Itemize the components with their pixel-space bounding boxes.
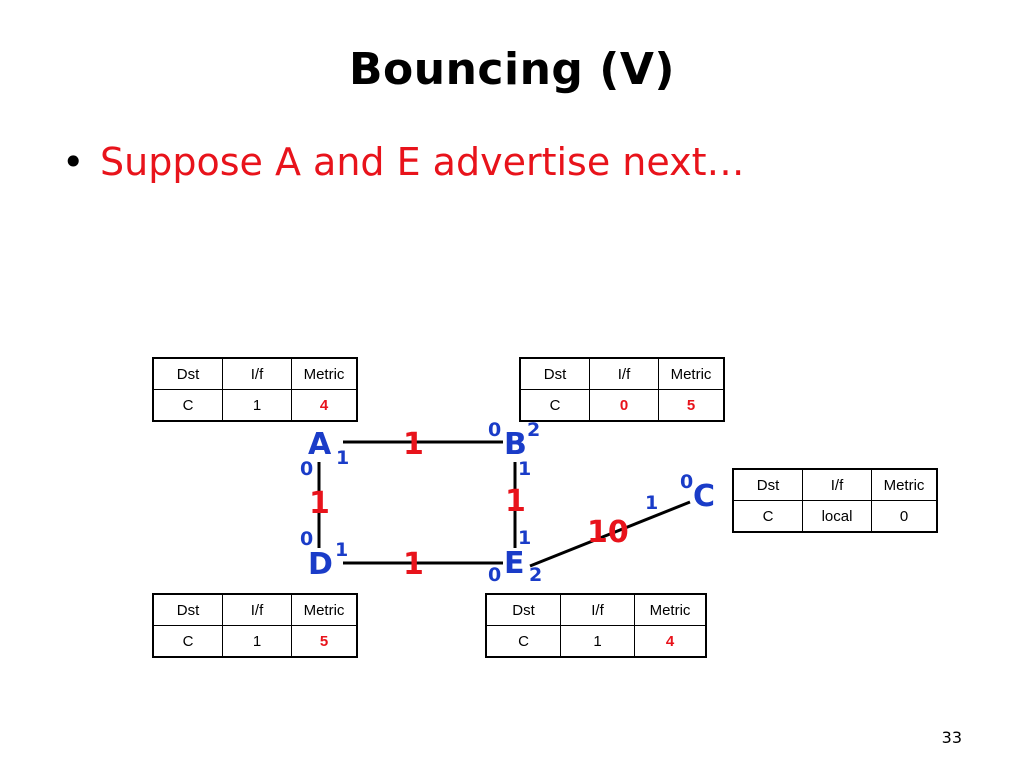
port-a-down: 0 (300, 458, 314, 480)
cost-b-e: 1 (505, 484, 526, 519)
table-cell-if: 0 (589, 389, 659, 422)
table-cell-metric: 4 (291, 389, 358, 422)
table-cell-dst: C (732, 500, 803, 533)
table-cell-metric: 4 (634, 625, 707, 658)
node-e: E (504, 546, 525, 581)
table-cell-metric: 5 (658, 389, 725, 422)
table-header-metric: Metric (658, 357, 725, 390)
table-cell-dst: C (152, 625, 223, 658)
table-header-dst: Dst (485, 593, 561, 626)
bullet-point: • Suppose A and E advertise next… (62, 140, 744, 184)
table-header-dst: Dst (152, 357, 223, 390)
table-header-dst: Dst (732, 468, 803, 501)
table-cell-dst: C (152, 389, 223, 422)
table-header-if: I/f (222, 357, 292, 390)
cost-d-e: 1 (403, 547, 424, 582)
port-d-right: 1 (335, 539, 349, 561)
table-cell-metric: 0 (871, 500, 938, 533)
node-a: A (308, 427, 332, 462)
cost-a-d: 1 (309, 486, 330, 521)
port-b-left: 0 (488, 419, 502, 441)
page-number: 33 (941, 728, 962, 747)
table-header-dst: Dst (519, 357, 590, 390)
table-cell-if: 1 (222, 625, 292, 658)
table-header-if: I/f (802, 468, 872, 501)
table-cell-dst: C (485, 625, 561, 658)
slide-title: Bouncing (V) (349, 44, 675, 95)
port-e-up: 1 (518, 527, 532, 549)
port-c-left: 0 (680, 471, 694, 493)
port-b-down: 1 (518, 458, 532, 480)
node-c: C (693, 479, 716, 514)
table-header-metric: Metric (634, 593, 707, 626)
port-c-link: 1 (645, 492, 659, 514)
bullet-dot: • (62, 140, 85, 184)
port-e-left: 0 (488, 564, 502, 586)
node-d: D (308, 547, 333, 582)
node-b: B (504, 427, 527, 462)
port-a-right: 1 (336, 447, 350, 469)
table-cell-dst: C (519, 389, 590, 422)
link-e-c (529, 500, 691, 568)
table-header-dst: Dst (152, 593, 223, 626)
table-header-metric: Metric (871, 468, 938, 501)
table-cell-if: local (802, 500, 872, 533)
port-e-right: 2 (529, 564, 543, 586)
table-header-if: I/f (560, 593, 635, 626)
port-b-up: 2 (527, 419, 541, 441)
table-cell-if: 1 (560, 625, 635, 658)
port-d-up: 0 (300, 528, 314, 550)
bullet-text: Suppose A and E advertise next… (100, 140, 745, 184)
table-cell-metric: 5 (291, 625, 358, 658)
table-cell-if: 1 (222, 389, 292, 422)
cost-a-b: 1 (403, 427, 424, 462)
cost-e-c: 10 (587, 515, 629, 550)
